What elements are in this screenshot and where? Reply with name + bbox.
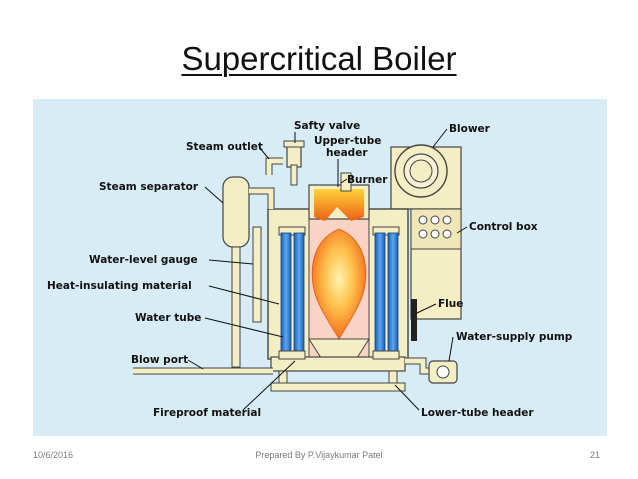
- water-supply-pump: [133, 357, 458, 384]
- label-heat-insulating: Heat-insulating material: [47, 280, 280, 305]
- label-fireproof: Fireproof material: [153, 360, 296, 419]
- diagram-label-text: Water-supply pump: [456, 331, 573, 343]
- boiler-diagram: Safty valve Upper-tube header Blower Ste…: [33, 99, 607, 436]
- label-steam-separator: Steam separator: [99, 181, 224, 204]
- footer-author: Prepared By P.Vijaykumar Patel: [255, 450, 383, 460]
- label-steam-outlet: Steam outlet: [186, 141, 270, 160]
- label-control-box: Control box: [456, 221, 538, 234]
- diagram-label-text: Blower: [449, 123, 491, 135]
- diagram-label-text: header: [326, 147, 368, 159]
- diagram-label-text: Steam outlet: [186, 141, 263, 153]
- blower-unit: [390, 144, 462, 210]
- label-water-tube: Water tube: [135, 312, 284, 338]
- diagram-label-text: Burner: [347, 174, 388, 186]
- label-burner: Burner: [340, 174, 388, 186]
- label-blower: Blower: [432, 123, 491, 148]
- footer-date: 10/6/2016: [33, 450, 74, 460]
- diagram-label-text: Water-level gauge: [89, 254, 198, 266]
- safety-valve: [283, 140, 305, 186]
- page-number: 21: [589, 450, 600, 460]
- diagram-label-text: Fireproof material: [153, 407, 261, 419]
- diagram-label-text: Lower-tube header: [421, 407, 534, 419]
- diagram-label-text: Steam separator: [99, 181, 199, 193]
- diagram-label-text: Blow port: [131, 354, 188, 366]
- label-water-supply-pump: Water-supply pump: [448, 331, 573, 362]
- label-flue: Flue: [416, 298, 463, 314]
- diagram-label-text: Water tube: [135, 312, 201, 324]
- diagram-label-text: Control box: [469, 221, 538, 233]
- diagram-label-text: Heat-insulating material: [47, 280, 192, 292]
- steam-separator-unit: [222, 157, 283, 368]
- slide-title: Supercritical Boiler: [181, 40, 457, 77]
- left-water-tubes: [278, 226, 306, 360]
- label-water-level-gauge: Water-level gauge: [89, 254, 254, 266]
- right-water-tubes: [372, 226, 400, 360]
- control-box-unit: [410, 208, 462, 320]
- diagram-label-text: Safty valve: [294, 120, 360, 132]
- flue-duct: [411, 299, 417, 341]
- diagram-label-text: Flue: [438, 298, 463, 310]
- label-upper-tube-header: Upper-tube header: [314, 135, 381, 187]
- diagram-label-text: Upper-tube: [314, 135, 381, 147]
- label-safety-valve: Safty valve: [294, 120, 360, 143]
- label-blow-port: Blow port: [131, 354, 204, 370]
- label-lower-tube-header: Lower-tube header: [394, 384, 534, 419]
